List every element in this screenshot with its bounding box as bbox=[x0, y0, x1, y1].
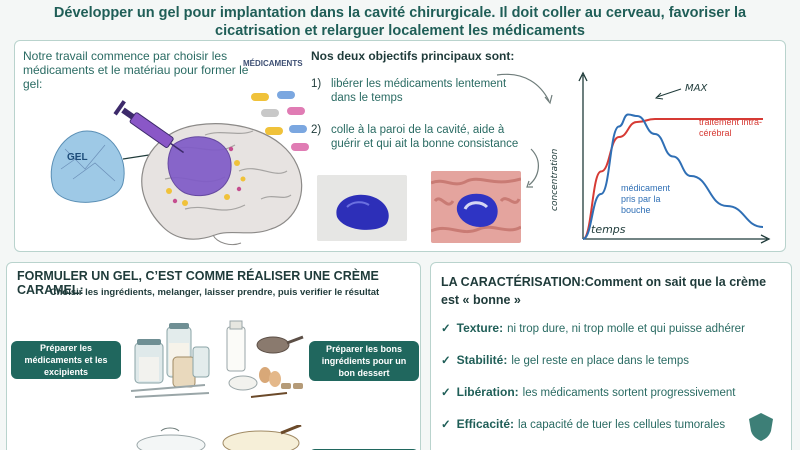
objective-text: colle à la paroi de la cavité, aide à gu… bbox=[331, 124, 519, 150]
check-icon: ✓ bbox=[441, 387, 451, 399]
intro-text: Notre travail commence par choisir les m… bbox=[23, 49, 249, 91]
medicaments-label: MÉDICAMENTS bbox=[243, 59, 303, 68]
objective-number: 1) bbox=[311, 78, 322, 90]
series-line-0 bbox=[582, 118, 763, 240]
brain-tissue-photo bbox=[431, 171, 521, 243]
criterion-text: les médicaments sortent progressivement bbox=[522, 387, 736, 399]
gel-icon bbox=[50, 130, 125, 203]
criterion-label: Stabilité: bbox=[456, 353, 508, 367]
formulation-title: FORMULER UN GEL, C’EST COMME RÉALISER UN… bbox=[17, 269, 379, 297]
pills-icon bbox=[251, 91, 309, 151]
criterion-texture: ✓ Texture:ni trop dure, ni trop molle et … bbox=[441, 321, 745, 335]
syringe-icon bbox=[113, 100, 185, 154]
objective-number: 2) bbox=[311, 124, 322, 136]
x-axis-arrow bbox=[760, 234, 771, 244]
page-title: Développer un gel pour implantation dans… bbox=[53, 5, 747, 39]
series-label-intracerebral: traitement intra-cérébral bbox=[699, 117, 763, 138]
overview-panel: Notre travail commence par choisir les m… bbox=[14, 40, 786, 252]
objective-text: libérer les médicaments lentement dans l… bbox=[331, 78, 507, 104]
jars-icon bbox=[130, 323, 210, 398]
max-annotation: MAX bbox=[685, 83, 708, 94]
shield-icon bbox=[749, 413, 773, 441]
check-icon: ✓ bbox=[441, 419, 451, 431]
formulation-subtitle: Choisir les ingrédients, melanger, laiss… bbox=[49, 287, 380, 298]
step-pill-medications: Préparer les médicaments et les excipien… bbox=[11, 341, 121, 379]
objective-1: 1) libérer les médicaments lentement dans… bbox=[311, 77, 526, 105]
mixing-bowl-icon bbox=[136, 425, 302, 450]
criterion-label: Efficacité: bbox=[456, 417, 514, 431]
formulation-panel: FORMULER UN GEL, C’EST COMME RÉALISER UN… bbox=[6, 262, 421, 450]
release-chart: temps concentration MAX traitement intra… bbox=[550, 71, 771, 244]
check-icon: ✓ bbox=[441, 323, 451, 335]
y-axis-label: concentration bbox=[550, 148, 560, 211]
y-axis-arrow bbox=[578, 71, 588, 82]
check-icon: ✓ bbox=[441, 355, 451, 367]
characterization-title: LA CARACTÉRISATION:Comment on sait que l… bbox=[441, 275, 767, 307]
criterion-text: la capacité de tuer les cellules tumoral… bbox=[518, 419, 726, 431]
brain-illustration bbox=[50, 91, 309, 246]
gel-label: GEL bbox=[67, 152, 88, 163]
gel-photo bbox=[317, 175, 407, 241]
x-axis-label: temps bbox=[591, 223, 626, 236]
criterion-release: ✓ Libération:les médicaments sortent prog… bbox=[441, 385, 735, 399]
criterion-label: Texture: bbox=[456, 321, 504, 335]
criterion-efficacy: ✓ Efficacité: la capacité de tuer les cell… bbox=[441, 417, 725, 431]
characterization-panel: LA CARACTÉRISATION:Comment on sait que l… bbox=[430, 262, 792, 450]
criterion-stability: ✓ Stabilité:le gel reste en place dans le… bbox=[441, 353, 689, 367]
series-label-oral: médicament pris par la bouche bbox=[621, 183, 671, 215]
criterion-label: Libération: bbox=[456, 385, 519, 399]
ingredients-icon bbox=[226, 320, 304, 398]
criterion-text: le gel reste en place dans le temps bbox=[511, 355, 690, 367]
step-pill-ingredients: Préparer les bons ingrédients pour un bo… bbox=[309, 341, 419, 381]
objective-2: 2) colle à la paroi de la cavité, aide à … bbox=[311, 123, 526, 151]
criterion-text: ni trop dure, ni trop molle et qui puiss… bbox=[507, 323, 745, 335]
arrow-icon bbox=[496, 73, 553, 188]
objectives-title: Nos deux objectifs principaux sont: bbox=[311, 49, 515, 63]
series-line-1 bbox=[582, 113, 764, 240]
